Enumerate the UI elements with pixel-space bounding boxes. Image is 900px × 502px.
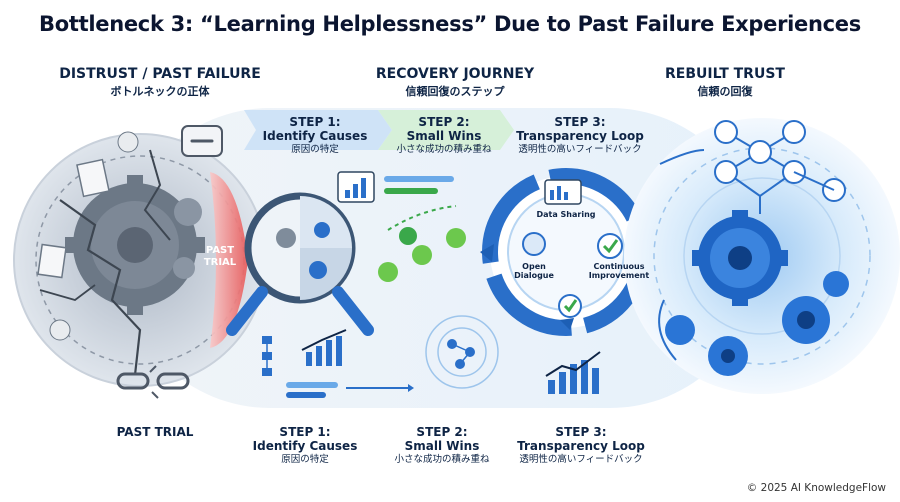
middle-section-heading: RECOVERY JOURNEY 信頼回復のステップ: [345, 66, 565, 99]
bottom-step1-label: STEP 1: Identify Causes 原因の特定: [240, 425, 370, 467]
right-heading-en: REBUILT TRUST: [665, 66, 785, 82]
bottom-step3-jp: 透明性の高いフィードバック: [519, 454, 643, 465]
broken-chain-icon: [116, 365, 190, 399]
continuous-line2: Improvement: [588, 271, 650, 280]
progress-bar: [384, 176, 454, 182]
dialogue-icon: [522, 232, 546, 256]
left-heading-jp: ボトルネックの正体: [110, 85, 210, 98]
past-trial-line1: PAST: [205, 245, 235, 256]
lightbulb-icons: [378, 205, 466, 282]
growth-chart-icon: [545, 351, 601, 394]
bottom-step1-jp: 原因の特定: [281, 454, 329, 465]
middle-heading-en: RECOVERY JOURNEY: [375, 66, 535, 82]
bottom-step1-title: Identify Causes: [252, 439, 358, 453]
checkmark-icon: [597, 233, 623, 259]
document-icon: [76, 158, 110, 198]
progress-bar-2: [384, 188, 438, 194]
top-step1-title: Identify Causes: [262, 129, 368, 143]
top-step2-label: STEP 2: Small Wins 小さな成功の積み重ね: [378, 115, 510, 157]
progress-bar-3: [286, 382, 338, 388]
bottom-step2-label: STEP 2: Small Wins 小さな成功の積み重ね: [376, 425, 508, 467]
line-chart-icon: [301, 329, 347, 366]
left-section-heading: DISTRUST / PAST FAILURE ボトルネックの正体: [50, 66, 270, 99]
middle-heading-jp: 信頼回復のステップ: [405, 85, 505, 98]
step1-chevron: [244, 110, 392, 150]
transparency-loop: [480, 168, 652, 336]
bottom-step1-number: STEP 1:: [279, 425, 331, 439]
crack-line-3: [39, 284, 96, 301]
bottom-step3-number: STEP 3:: [555, 425, 607, 439]
crumpled-paper-icon-2: [49, 319, 71, 341]
small-gear-icon: [174, 198, 202, 226]
past-trial-band-label: PAST TRIAL: [198, 245, 242, 269]
crack-line-2: [143, 149, 171, 241]
bottom-step3-title: Transparency Loop: [517, 439, 645, 453]
top-step3-label: STEP 3: Transparency Loop 透明性の高いフィードバック: [505, 115, 655, 157]
page-title: Bottleneck 3: “Learning Helplessness” Du…: [39, 12, 861, 36]
loop-node-continuous-improvement: Continuous Improvement: [584, 262, 654, 280]
past-trial-line2: TRIAL: [203, 257, 237, 268]
gear-icon: [692, 210, 788, 306]
bottom-step2-title: Small Wins: [404, 439, 480, 453]
top-step1-jp: 原因の特定: [291, 144, 339, 155]
top-step1-number: STEP 1:: [289, 115, 341, 129]
right-heading-jp: 信頼の回復: [697, 85, 753, 98]
gear-icon-4: [665, 315, 695, 345]
loop-node-data-sharing: Data Sharing: [536, 210, 596, 219]
people-network-icon: [714, 120, 846, 214]
crumpled-paper-icon: [117, 131, 139, 153]
top-step3-title: Transparency Loop: [516, 129, 644, 143]
right-section-heading: REBUILT TRUST 信頼の回復: [625, 66, 825, 99]
crack-line: [59, 199, 142, 376]
magnifier-icon: [226, 192, 374, 336]
step2-chevron: [378, 110, 514, 150]
open-dialogue-line1: Open: [522, 262, 546, 271]
bottom-step2-number: STEP 2:: [416, 425, 468, 439]
bottom-past-trial-label: PAST TRIAL: [116, 425, 194, 439]
network-orbit-icon: [425, 315, 499, 389]
bottom-step2-jp: 小さな成功の積み重ね: [394, 454, 490, 465]
open-dialogue-line2: Dialogue: [514, 271, 554, 280]
small-gear-icon-2: [173, 257, 195, 279]
flow-chart-icon: [262, 336, 272, 376]
top-step2-number: STEP 2:: [418, 115, 470, 129]
broken-gear-icon: [65, 175, 205, 315]
top-step1-label: STEP 1: Identify Causes 原因の特定: [250, 115, 380, 157]
bottom-step3-label: STEP 3: Transparency Loop 透明性の高いフィードバック: [506, 425, 656, 467]
top-step3-jp: 透明性の高いフィードバック: [518, 144, 642, 155]
progress-bar-4: [286, 392, 326, 398]
trust-circle: [624, 118, 900, 394]
copyright-footer: © 2025 AI KnowledgeFlow: [746, 482, 886, 494]
document-icon-2: [37, 243, 67, 279]
top-step2-title: Small Wins: [406, 129, 482, 143]
past-trial-band: [210, 172, 248, 348]
gear-icon-5: [823, 271, 849, 297]
top-step3-number: STEP 3:: [554, 115, 606, 129]
loop-node-open-dialogue: Open Dialogue: [506, 262, 562, 280]
continuous-line1: Continuous: [593, 262, 645, 271]
bar-chart-icon: [337, 171, 375, 203]
top-step2-jp: 小さな成功の積み重ね: [396, 144, 492, 155]
left-heading-en: DISTRUST / PAST FAILURE: [59, 66, 261, 82]
distrust-circle: [13, 125, 267, 399]
